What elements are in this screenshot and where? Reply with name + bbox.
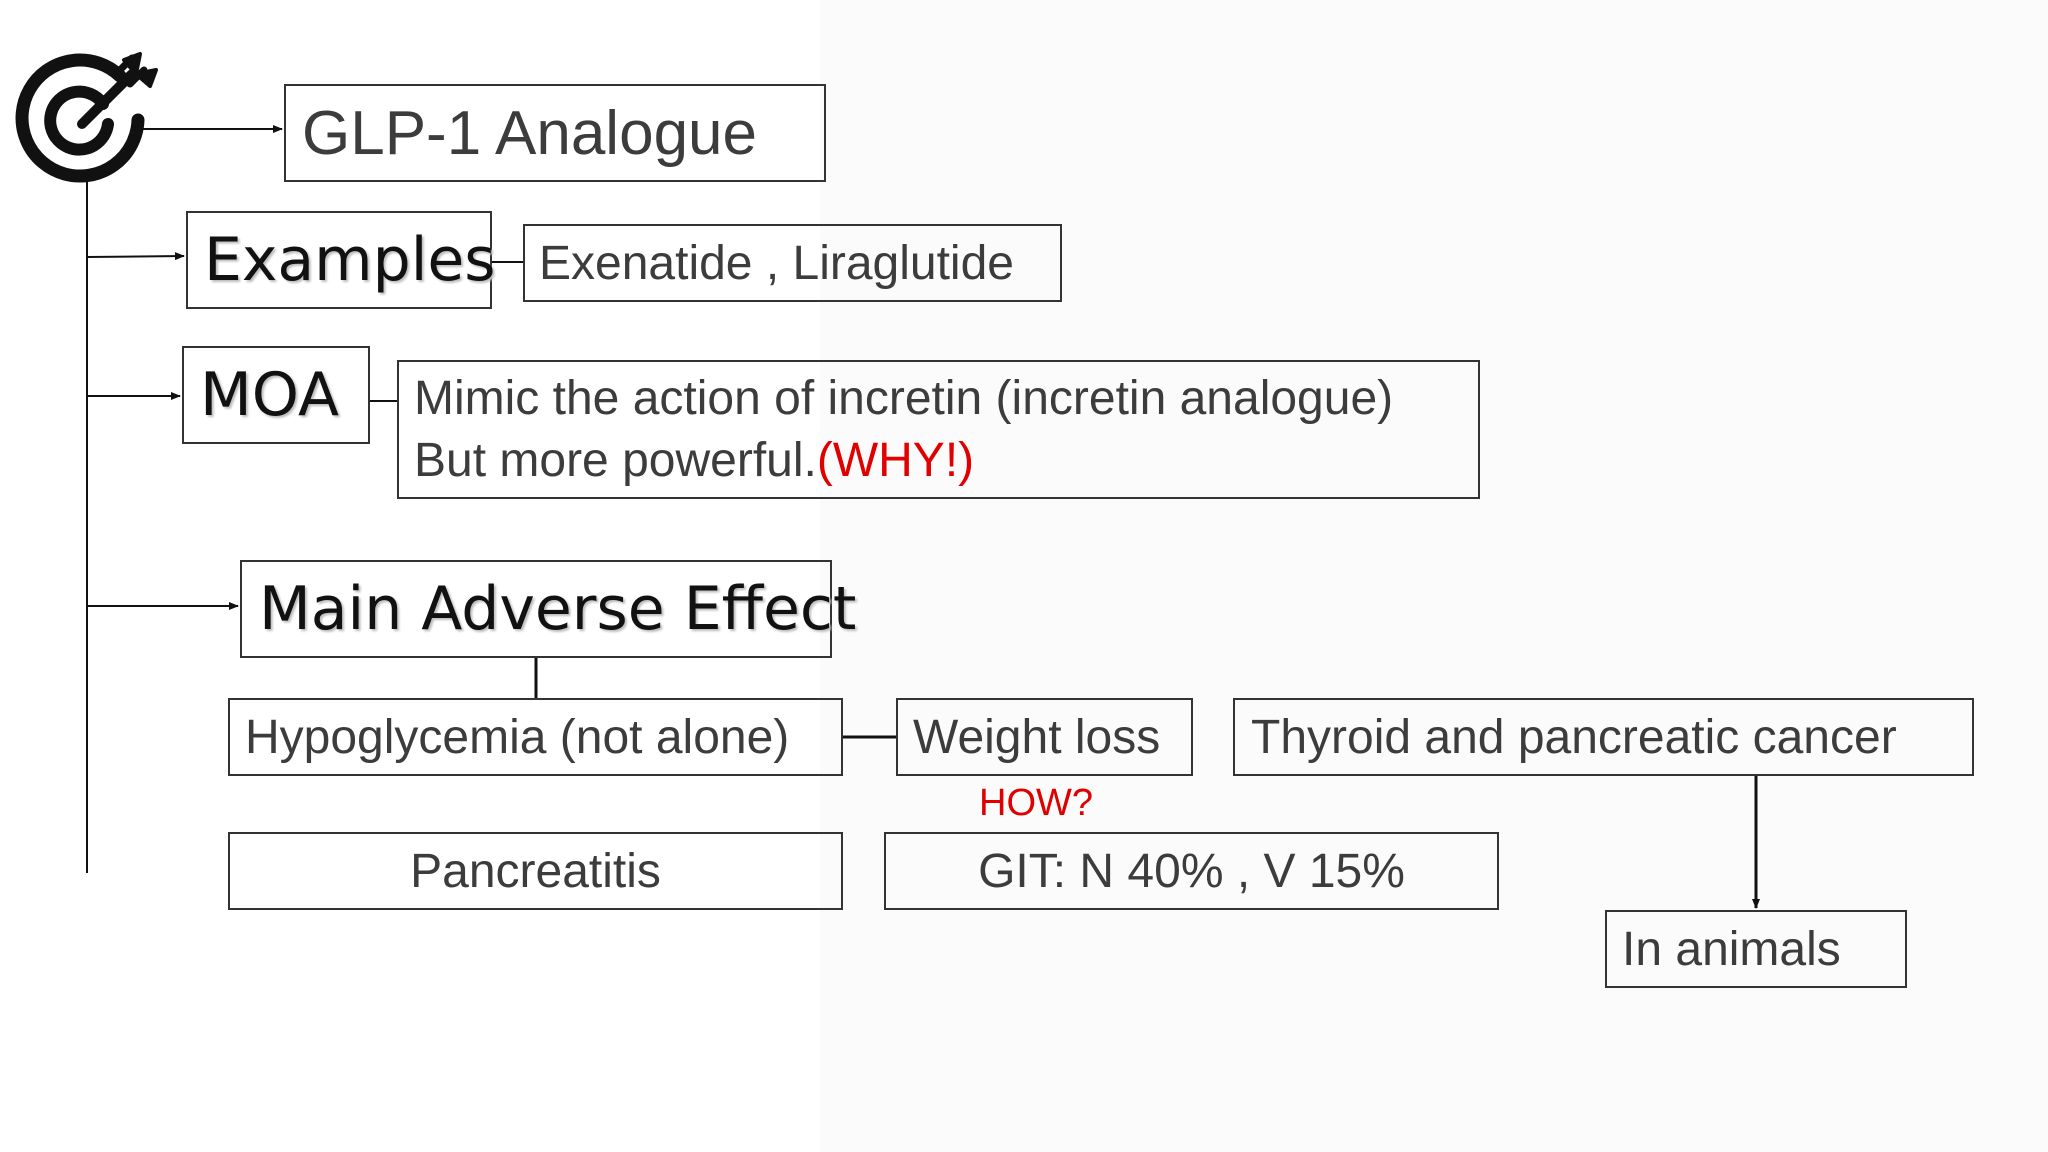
moa-value-box: Mimic the action of incretin (incretin a… xyxy=(397,360,1480,499)
thyroid-cancer-box: Thyroid and pancreatic cancer xyxy=(1233,698,1974,776)
moa-line-2-text: But more powerful. xyxy=(414,433,817,487)
git-text: GIT: N 40% , V 15% xyxy=(978,844,1405,898)
examples-label: Examples xyxy=(204,225,496,295)
examples-value-box: Exenatide , Liraglutide xyxy=(523,224,1062,302)
moa-why-highlight: (WHY!) xyxy=(816,433,975,487)
examples-label-box: Examples xyxy=(186,211,496,309)
title-box: GLP-1 Analogue xyxy=(284,84,826,182)
weight-loss-text: Weight loss xyxy=(913,710,1161,764)
moa-label: MOA xyxy=(200,360,339,430)
how-note: HOW? xyxy=(979,782,1093,824)
examples-value: Exenatide , Liraglutide xyxy=(539,236,1014,290)
pancreatitis-text: Pancreatitis xyxy=(410,844,661,898)
adverse-label-box: Main Adverse Effect xyxy=(240,560,856,658)
target-arrow-icon xyxy=(15,52,158,183)
in-animals-text: In animals xyxy=(1622,922,1841,976)
hypoglycemia-box: Hypoglycemia (not alone) xyxy=(228,698,843,776)
hypoglycemia-text: Hypoglycemia (not alone) xyxy=(245,710,790,764)
page-title: GLP-1 Analogue xyxy=(302,98,758,168)
adverse-label: Main Adverse Effect xyxy=(259,574,857,644)
moa-line-2: But more powerful.(WHY!) xyxy=(414,430,974,492)
thyroid-cancer-text: Thyroid and pancreatic cancer xyxy=(1251,710,1897,764)
moa-line-1: Mimic the action of incretin (incretin a… xyxy=(414,371,1394,425)
pancreatitis-box: Pancreatitis xyxy=(228,832,843,910)
weight-loss-box: Weight loss xyxy=(896,698,1193,776)
moa-label-box: MOA xyxy=(182,346,370,444)
git-box: GIT: N 40% , V 15% xyxy=(884,832,1499,910)
in-animals-box: In animals xyxy=(1605,910,1907,988)
